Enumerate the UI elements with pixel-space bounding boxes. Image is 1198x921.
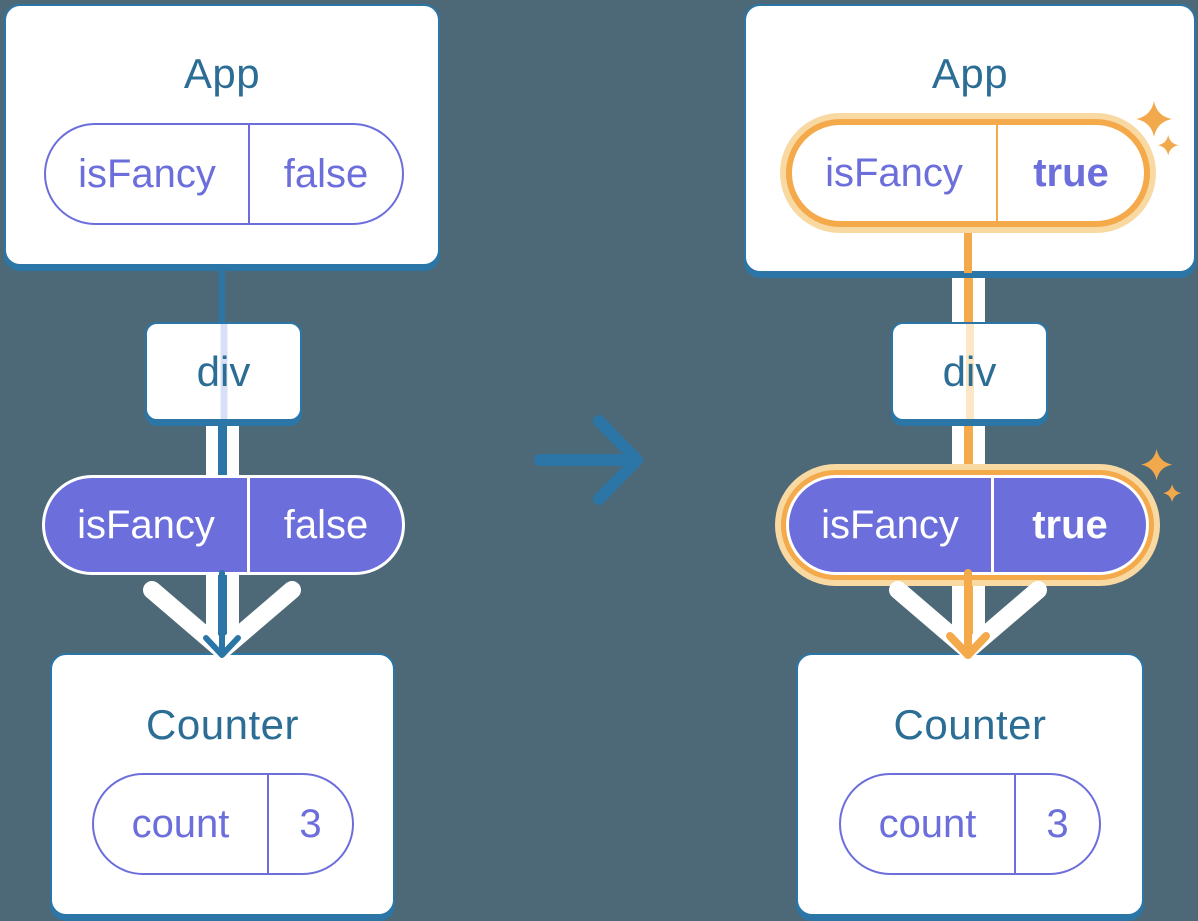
right-passed-prop-pill: isFancy true — [786, 475, 1149, 575]
right-prop-pipe-pill-to-counter — [952, 570, 985, 642]
left-counter-state-pill: count 3 — [92, 773, 354, 875]
right-counter-state-pill: count 3 — [839, 773, 1101, 875]
left-app-prop-pill: isFancy false — [44, 123, 404, 225]
right-div-node: div — [891, 322, 1048, 421]
left-counter-card: Counter count 3 — [50, 653, 395, 916]
state-name: count — [94, 775, 269, 873]
state-value: 3 — [1046, 801, 1069, 846]
sparkle-icon — [1141, 449, 1173, 481]
sparkle-icon — [1163, 484, 1182, 503]
left-prop-pipe-div-to-pill — [206, 426, 239, 476]
prop-value: false — [283, 502, 369, 547]
left-passed-prop-pill: isFancy false — [42, 475, 405, 575]
prop-name: isFancy — [45, 478, 250, 572]
prop-name: isFancy — [792, 125, 998, 221]
state-value: 3 — [299, 801, 322, 846]
right-counter-card: Counter count 3 — [796, 653, 1144, 916]
prop-value: true — [1033, 150, 1109, 195]
left-prop-pipe-pill-to-counter — [206, 570, 239, 642]
left-app-card: App isFancy false — [4, 4, 440, 266]
right-div-prop-trace — [965, 324, 974, 419]
right-counter-title: Counter — [893, 701, 1047, 748]
left-edge-app-div — [219, 271, 225, 323]
left-div-node: div — [145, 322, 302, 421]
prop-value: true — [1032, 502, 1108, 547]
right-edge-pill-to-card-bottom — [964, 221, 972, 273]
transition-right-arrow-icon — [534, 415, 643, 505]
prop-name: isFancy — [789, 478, 994, 572]
right-app-title: App — [931, 50, 1009, 97]
right-div-label: div — [942, 347, 997, 395]
left-div-label: div — [196, 347, 251, 395]
prop-value: false — [283, 151, 369, 196]
right-prop-pipe-div-to-pill — [952, 426, 985, 476]
prop-name: isFancy — [46, 125, 250, 223]
right-app-prop-pill: isFancy true — [786, 119, 1150, 227]
left-div-prop-trace — [220, 324, 227, 419]
left-app-title: App — [183, 50, 261, 97]
right-app-card: App isFancy true — [744, 4, 1196, 273]
right-prop-pipe-app-to-div — [952, 278, 985, 322]
left-counter-title: Counter — [146, 701, 299, 748]
state-name: count — [841, 775, 1016, 873]
